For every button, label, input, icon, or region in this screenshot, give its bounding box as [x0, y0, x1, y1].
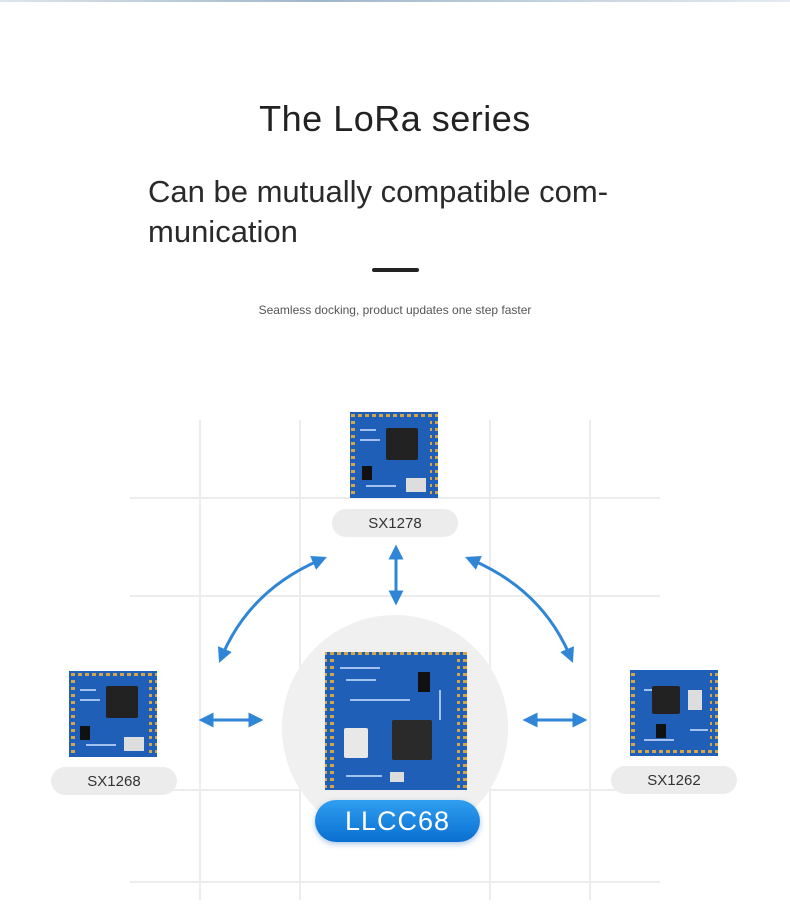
arrow-top-right-curve: [465, 556, 574, 663]
module-sx1262-image: [630, 670, 718, 756]
label-sx1278-text: SX1278: [368, 514, 422, 532]
page-subtitle: Can be mutually compatible com- municati…: [148, 172, 648, 252]
connection-arrows: [198, 544, 588, 728]
label-llcc68-text: LLCC68: [344, 805, 451, 836]
label-sx1262: SX1262: [611, 766, 737, 794]
label-sx1268-text: SX1268: [87, 772, 141, 790]
arrow-top-left-curve: [218, 556, 327, 663]
label-sx1262-text: SX1262: [647, 771, 701, 789]
tagline: Seamless docking, product updates one st…: [258, 303, 532, 317]
title-divider: [372, 268, 419, 272]
page-title: The LoRa series: [259, 98, 531, 139]
module-sx1278-image: [350, 412, 438, 498]
top-accent-line: [0, 0, 790, 2]
label-llcc68: LLCC68: [315, 800, 480, 842]
subtitle-text: Can be mutually compatible com- municati…: [148, 174, 609, 249]
compatibility-diagram: [69, 412, 718, 900]
label-sx1278: SX1278: [332, 509, 458, 537]
module-sx1268-image: [69, 671, 157, 757]
label-sx1268: SX1268: [51, 767, 177, 795]
module-llcc68-image: [325, 652, 467, 790]
